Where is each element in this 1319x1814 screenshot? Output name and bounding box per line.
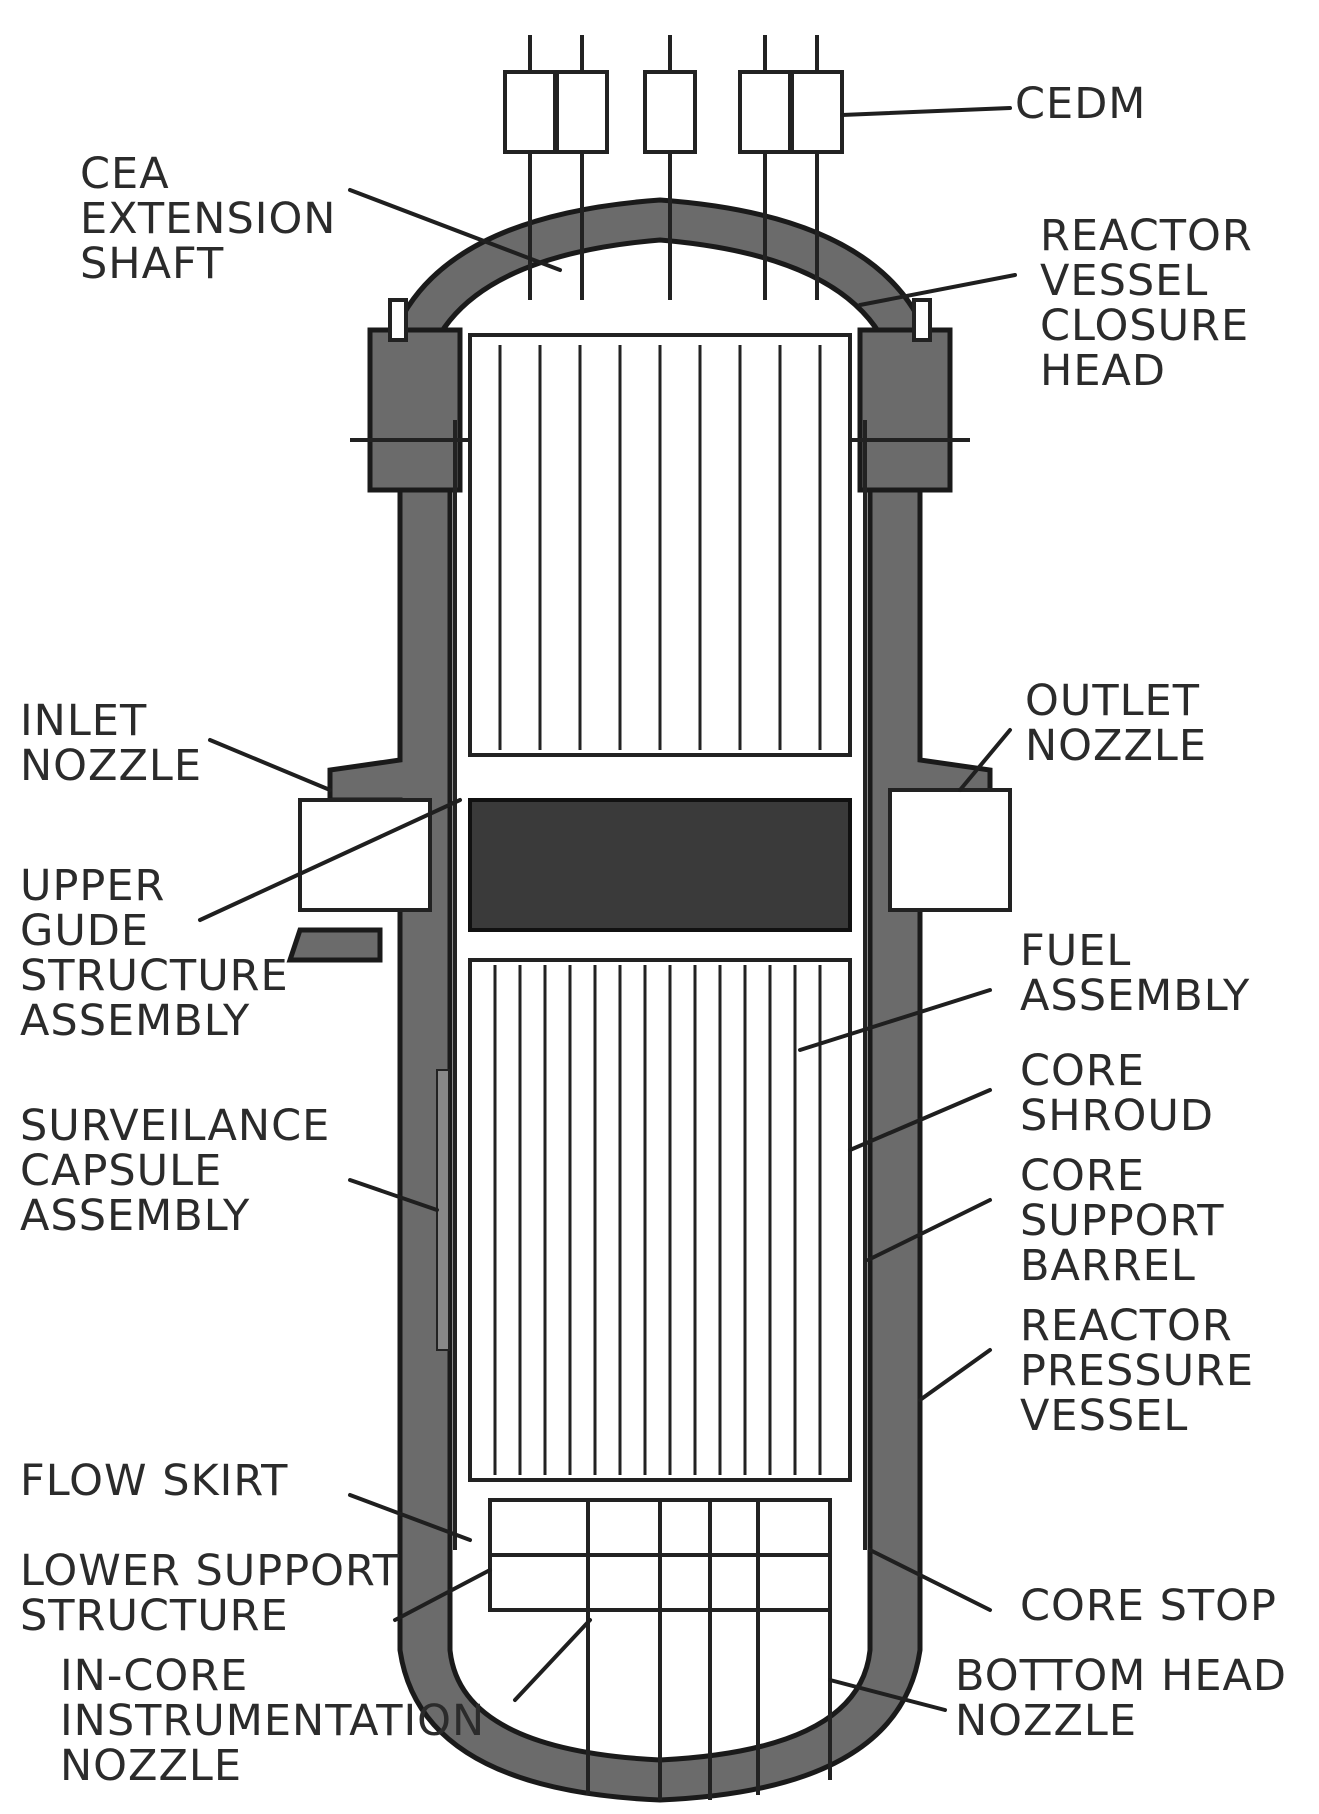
upper-guide-structure	[468, 333, 852, 757]
leader-flow-skirt	[348, 1493, 472, 1542]
label-outlet-nozzle: OUTLET NOZZLE	[1025, 676, 1215, 771]
label-flow-skirt: FLOW SKIRT	[20, 1456, 288, 1506]
leader-cedm	[840, 106, 1012, 117]
instrumentation-nozzles	[586, 1500, 832, 1800]
leader-core-stop	[868, 1548, 992, 1612]
label-cedm: CEDM	[1015, 79, 1146, 129]
core-support-barrel	[453, 420, 867, 1550]
leader-inlet-nozzle	[208, 738, 332, 792]
label-core-support-barrel: CORE SUPPORT BARREL	[1020, 1151, 1239, 1291]
leader-pressure-vessel	[918, 1348, 992, 1402]
leader-outlet-nozzle	[958, 728, 1012, 792]
label-core-shroud: CORE SHROUD	[1020, 1046, 1214, 1141]
leader-fuel-assembly	[798, 988, 992, 1052]
fuel-alignment-plate	[468, 798, 852, 932]
leader-core-shroud	[848, 1088, 992, 1152]
label-inlet-nozzle: INLET NOZZLE	[20, 696, 202, 791]
label-fuel-assembly: FUEL ASSEMBLY	[1020, 926, 1250, 1021]
label-lower-support-structure: LOWER SUPPORT STRUCTURE	[20, 1546, 415, 1641]
core-shroud-and-fuel	[468, 958, 852, 1482]
leader-lines	[198, 106, 1017, 1712]
label-bottom-head-nozzle: BOTTOM HEAD NOZZLE	[955, 1651, 1302, 1746]
inlet-nozzle-shape	[286, 798, 432, 963]
leader-lower-support	[393, 1568, 492, 1622]
leader-closure-head	[858, 273, 1017, 307]
leader-bottom-head-nozzle	[828, 1678, 947, 1712]
label-surveillance-capsule: SURVEILANCE CAPSULE ASSEMBLY	[20, 1101, 345, 1241]
leader-incore-nozzle	[513, 1618, 592, 1702]
reactor-pressure-vessel-shell	[327, 197, 993, 1803]
label-incore-instrumentation-nozzle: IN-CORE INSTRUMENTATION NOZZLE	[60, 1651, 500, 1791]
leader-core-support-barrel	[866, 1198, 992, 1262]
leader-upper-guide	[198, 798, 462, 922]
label-core-stop: CORE STOP	[1020, 1581, 1277, 1631]
leader-surveillance	[348, 1178, 439, 1212]
label-cea-extension-shaft: CEA EXTENSION SHAFT	[80, 149, 351, 289]
label-upper-guide-structure: UPPER GUDE STRUCTURE ASSEMBLY	[20, 861, 303, 1046]
outlet-nozzle-shape	[888, 788, 1012, 912]
label-closure-head: REACTOR VESSEL CLOSURE HEAD	[1040, 211, 1267, 396]
leader-cea-shaft	[348, 188, 562, 272]
label-reactor-pressure-vessel: REACTOR PRESSURE VESSEL	[1020, 1301, 1269, 1441]
cedm-assemblies	[503, 35, 844, 300]
